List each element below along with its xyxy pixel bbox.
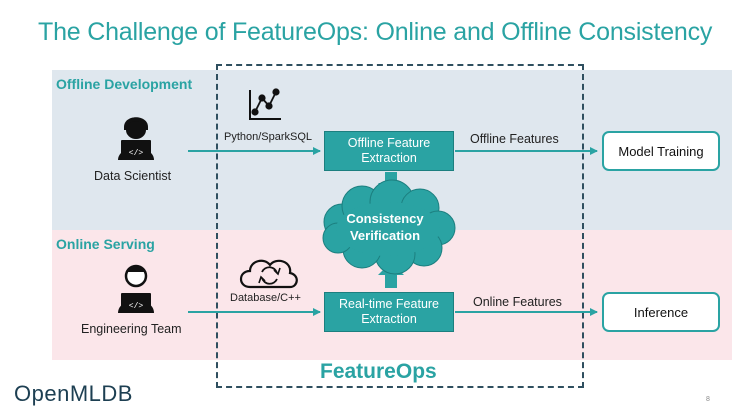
featureops-boundary [216, 64, 584, 388]
model-training-box: Model Training [602, 131, 720, 171]
data-scientist-label: Data Scientist [94, 169, 172, 183]
svg-text:</>: </> [129, 302, 144, 311]
offline-development-label: Offline Development [56, 76, 193, 92]
chart-icon [249, 88, 281, 120]
consistency-verification-label: Consistency Verification [346, 211, 424, 243]
person-laptop-icon: </> [118, 264, 154, 313]
cloud-sync-icon [239, 259, 298, 289]
offline-features-label: Offline Features [470, 132, 559, 146]
person-laptop-icon: </> [118, 117, 154, 160]
python-sparksql-label: Python/SparkSQL [224, 131, 313, 143]
page-number: 8 [706, 396, 710, 403]
openmldb-logo: OpenMLDB [14, 381, 133, 406]
offline-feature-extraction-box: Offline Feature Extraction [324, 131, 454, 171]
engineering-team-label: Engineering Team [81, 322, 182, 336]
online-features-label: Online Features [473, 295, 562, 309]
featureops-label: FeatureOps [320, 360, 437, 383]
inference-box: Inference [602, 292, 720, 332]
online-serving-label: Online Serving [56, 236, 155, 252]
database-cpp-label: Database/C++ [230, 292, 301, 304]
realtime-feature-extraction-box: Real-time Feature Extraction [324, 292, 454, 332]
slide-title: The Challenge of FeatureOps: Online and … [38, 18, 713, 46]
svg-text:</>: </> [129, 149, 144, 158]
